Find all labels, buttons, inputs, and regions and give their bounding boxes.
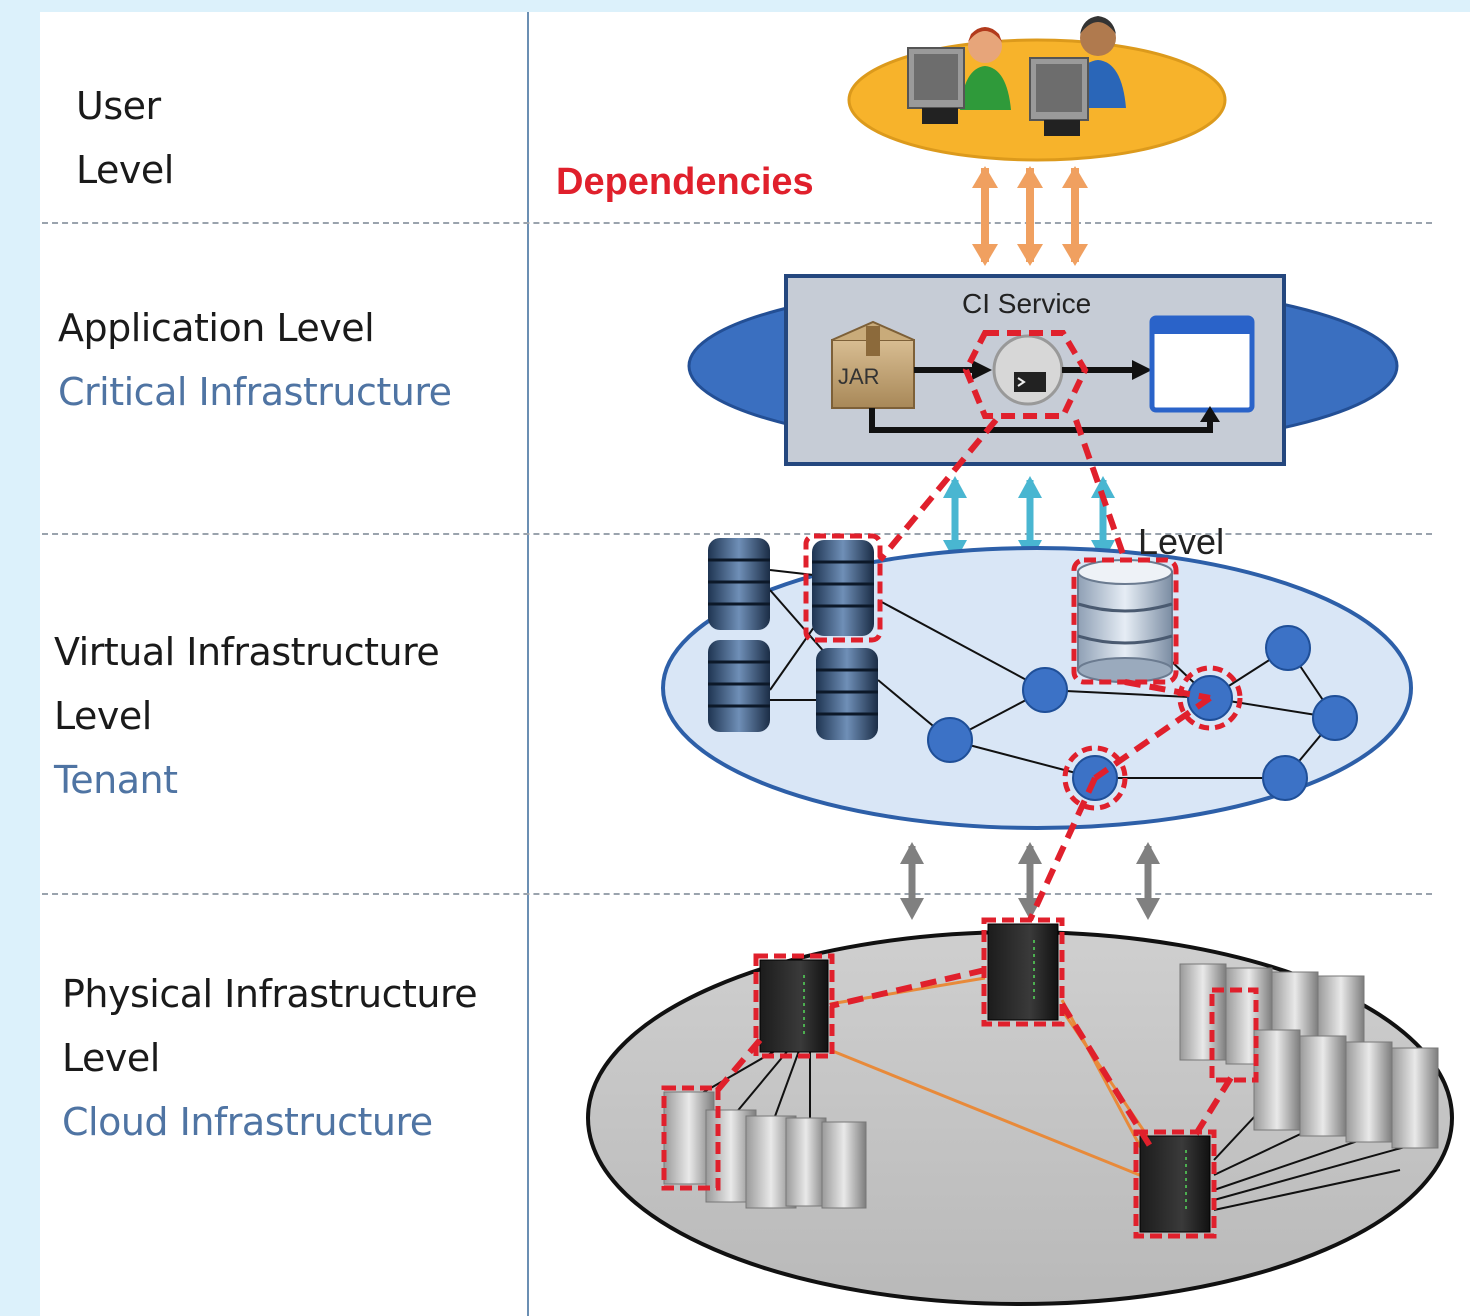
- physical-level-line-2: Level: [62, 1036, 160, 1080]
- user-level-line-2: Level: [76, 148, 174, 192]
- level-divider-2: [42, 533, 1432, 535]
- rack-cluster-left: [661, 1085, 867, 1209]
- network-node-icon: [1022, 667, 1068, 713]
- network-node-icon: [927, 717, 973, 763]
- computer-icon: [907, 47, 965, 124]
- tenant-label: Tenant: [54, 758, 178, 802]
- dependencies-label: Dependencies: [556, 161, 814, 203]
- network-node-icon: [1265, 625, 1311, 671]
- server-rack-icon: [1253, 1029, 1301, 1131]
- user-level-label: User Level: [76, 74, 174, 202]
- server-rack-icon: [981, 917, 1065, 1027]
- network-node-icon: [1312, 695, 1358, 741]
- server-rack-icon: [785, 1117, 827, 1207]
- server-rack-icon: [1133, 1129, 1217, 1239]
- user-icon: [960, 27, 1011, 110]
- virtual-level-label-text: Level: [1138, 521, 1224, 562]
- node-highlight: [1177, 665, 1243, 731]
- node-highlight: [1062, 745, 1128, 811]
- server-rack-icon: [821, 1121, 867, 1209]
- dependency-chain: [713, 418, 1235, 1148]
- critical-infrastructure-label: Critical Infrastructure: [58, 370, 452, 414]
- jar-label: JAR: [838, 364, 880, 389]
- feedback-arrow: [869, 408, 1213, 433]
- network-node-icon: [1262, 755, 1308, 801]
- server-stack-icon: [803, 533, 883, 643]
- jar-icon: [831, 320, 915, 409]
- user-group: [847, 16, 1227, 162]
- level-divider-1: [42, 222, 1432, 224]
- virtual-level-label: Virtual Infrastructure Level Tenant: [54, 620, 440, 812]
- server-stack-icon: [816, 648, 878, 740]
- server-rack-icon: [753, 953, 835, 1059]
- virtual-level-line-2: Level: [54, 694, 152, 738]
- dependency-highlight: [962, 330, 1089, 419]
- gear-terminal-icon: [992, 334, 1064, 406]
- window-icon: [1149, 315, 1255, 413]
- computer-icon: [1029, 57, 1089, 136]
- physical-level-label: Physical Infrastructure Level Cloud Infr…: [62, 962, 478, 1154]
- cloud-infrastructure-label: Cloud Infrastructure: [62, 1100, 433, 1144]
- server-rack-icon: [1345, 1041, 1393, 1143]
- server-rack-icon: [1391, 1047, 1439, 1149]
- server-rack-icon: [1299, 1035, 1347, 1137]
- physical-host-servers: [753, 917, 1217, 1239]
- application-level-label: Application Level Critical Infrastructur…: [58, 296, 452, 424]
- physical-level-line-1: Physical Infrastructure: [62, 972, 478, 1016]
- server-stack-icon: [708, 640, 770, 732]
- level-divider-3: [42, 893, 1432, 895]
- application-level-line-1: Application Level: [58, 306, 375, 350]
- server-rack-icon: [1179, 963, 1227, 1061]
- ci-service-label: CI Service: [962, 288, 1091, 319]
- server-stack-icon: [708, 538, 770, 630]
- user-level-line-1: User: [76, 84, 161, 128]
- rack-cluster-right: [1179, 963, 1439, 1149]
- virtual-level-line-1: Virtual Infrastructure: [54, 630, 440, 674]
- database-icon: [1071, 557, 1179, 685]
- column-divider: [527, 12, 529, 1316]
